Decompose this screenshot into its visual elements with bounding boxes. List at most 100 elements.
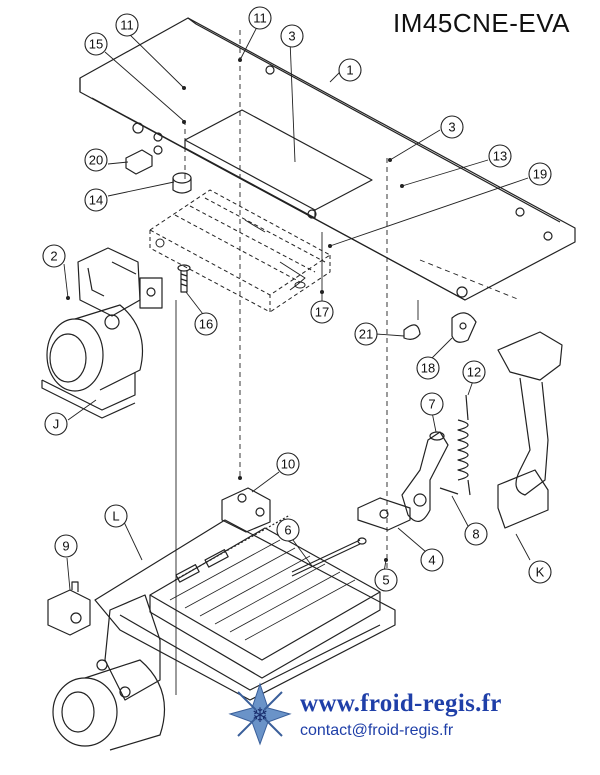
model-title: IM45CNE-EVA — [393, 8, 570, 38]
callout-label: 13 — [493, 149, 507, 164]
callout-circle — [280, 24, 304, 48]
evaporator-dashed — [149, 189, 331, 313]
callout-5: 5 — [374, 568, 398, 592]
callout-J: J — [44, 412, 68, 436]
switch-part — [125, 145, 163, 175]
callout-9: 9 — [54, 534, 78, 558]
callout-16: 16 — [194, 312, 218, 336]
callout-label: K — [536, 565, 545, 580]
callout-circle — [54, 534, 78, 558]
callout-label: 15 — [89, 37, 103, 52]
callout-label: 2 — [50, 249, 57, 264]
callout-circle — [248, 6, 272, 30]
callout-label: 14 — [89, 193, 103, 208]
email-link[interactable]: contact@froid-regis.fr — [300, 722, 454, 739]
actuator-part-k — [497, 331, 563, 529]
gear-motor-bracket — [77, 247, 163, 317]
callout-circle — [420, 392, 444, 416]
callout-circle — [84, 32, 108, 56]
callout-4: 4 — [420, 548, 444, 572]
callout-circle — [44, 412, 68, 436]
callout-label: 21 — [359, 327, 373, 342]
callout-circle — [194, 312, 218, 336]
callout-circle — [84, 148, 108, 172]
alignment-lines — [184, 30, 521, 590]
callout-circle — [528, 162, 552, 186]
callout-label: 1 — [346, 63, 353, 78]
callout-label: 18 — [421, 361, 435, 376]
callout-label: 3 — [288, 29, 295, 44]
callout-13: 13 — [488, 144, 512, 168]
callout-circle — [416, 356, 440, 380]
shaft-part — [291, 537, 367, 577]
top-cover-plate — [79, 17, 576, 301]
callout-11: 11 — [115, 13, 139, 37]
pump-motor — [52, 594, 166, 751]
callout-label: L — [112, 509, 119, 524]
callout-18: 18 — [416, 356, 440, 380]
callout-circle — [464, 522, 488, 546]
callout-circle — [276, 518, 300, 542]
callout-label: 12 — [467, 365, 481, 380]
callout-label: 8 — [472, 527, 479, 542]
callout-label: J — [53, 417, 60, 432]
callout-21: 21 — [354, 322, 378, 346]
callout-circle — [338, 58, 362, 82]
callout-17: 17 — [310, 300, 334, 324]
callout-19: 19 — [528, 162, 552, 186]
callout-label: 16 — [199, 317, 213, 332]
callout-12: 12 — [462, 360, 486, 384]
lever-part — [401, 431, 449, 522]
callout-10: 10 — [276, 452, 300, 476]
callout-8: 8 — [464, 522, 488, 546]
fastener-dots — [66, 58, 404, 562]
spring-part — [457, 394, 471, 496]
bracket-part — [357, 497, 411, 531]
callout-label: 11 — [253, 11, 267, 26]
callout-label: 3 — [448, 120, 455, 135]
callout-circle — [310, 300, 334, 324]
callout-circle — [115, 13, 139, 37]
callout-circle — [84, 188, 108, 212]
knob-part — [172, 172, 192, 194]
callout-circle — [440, 115, 464, 139]
snowflake-logo-icon: ❄ — [228, 682, 292, 751]
callout-circle — [528, 560, 552, 584]
callout-7: 7 — [420, 392, 444, 416]
callout-2: 2 — [42, 244, 66, 268]
callout-circle — [276, 452, 300, 476]
evaporator-tubes — [155, 219, 306, 291]
callout-6: 6 — [276, 518, 300, 542]
callout-circle — [104, 504, 128, 528]
callout-label: 5 — [382, 573, 389, 588]
callout-3: 3 — [280, 24, 304, 48]
website-link[interactable]: www.froid-regis.fr — [300, 690, 502, 717]
callout-3: 3 — [440, 115, 464, 139]
callout-11: 11 — [248, 6, 272, 30]
callout-label: 4 — [428, 553, 435, 568]
clip-part — [403, 324, 421, 340]
callout-label: 9 — [62, 539, 69, 554]
clamp-part — [451, 312, 477, 343]
svg-text:❄: ❄ — [252, 703, 269, 727]
callout-label: 20 — [89, 153, 103, 168]
callout-circle — [42, 244, 66, 268]
callout-label: 10 — [281, 457, 295, 472]
callout-label: 19 — [533, 167, 547, 182]
callout-15: 15 — [84, 32, 108, 56]
screw-part — [177, 264, 191, 293]
callout-label: 6 — [284, 523, 291, 538]
callout-K: K — [528, 560, 552, 584]
callout-label: 11 — [120, 18, 134, 33]
pin-part — [439, 487, 459, 495]
hinge-bracket-part — [221, 487, 271, 533]
callout-1: 1 — [338, 58, 362, 82]
vertical-guides — [175, 232, 419, 695]
callout-label: 17 — [315, 305, 329, 320]
callout-label: 7 — [428, 397, 435, 412]
fitting-part — [47, 581, 91, 636]
callout-circle — [462, 360, 486, 384]
callout-20: 20 — [84, 148, 108, 172]
callout-circle — [354, 322, 378, 346]
